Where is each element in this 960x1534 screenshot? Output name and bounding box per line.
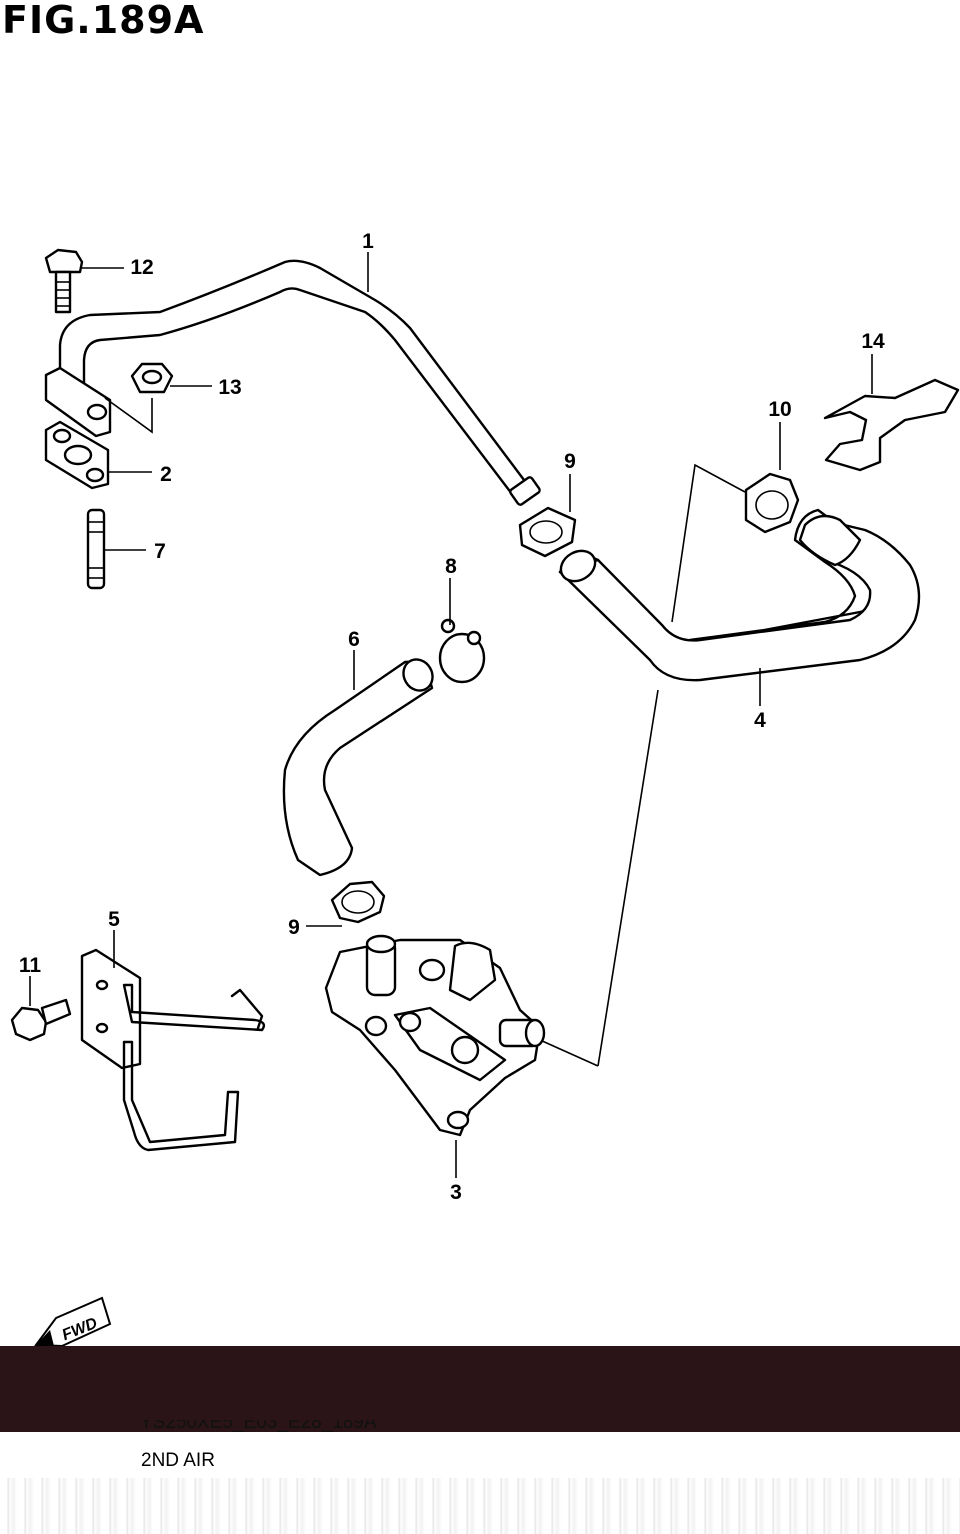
callout-4: 4 [754, 709, 766, 732]
figure-subtitle: 2ND AIR [141, 1450, 215, 1471]
callout-9-upper: 9 [564, 450, 576, 473]
part-9-clamp-upper [518, 506, 577, 558]
callout-2: 2 [160, 463, 172, 486]
callout-12: 12 [130, 256, 153, 279]
figure-title: FIG.189A [2, 0, 205, 42]
callout-5: 5 [108, 908, 120, 931]
part-14-holder [823, 378, 960, 472]
callout-14: 14 [861, 330, 885, 353]
part-12-bolt [44, 248, 84, 314]
part-9-clamp-lower [330, 880, 386, 924]
part-7-stud [86, 508, 106, 590]
scan-noise [0, 1478, 960, 1534]
callout-10: 10 [768, 398, 791, 421]
part-10-clamp [744, 472, 800, 534]
part-6-hose [282, 658, 434, 877]
part-8-cap [438, 618, 486, 684]
part-11-bolt [10, 998, 72, 1042]
callout-3: 3 [450, 1181, 462, 1204]
callout-6: 6 [348, 628, 360, 651]
fwd-arrow-icon: FWD [34, 1296, 112, 1348]
callout-1: 1 [362, 230, 374, 253]
callout-13: 13 [218, 376, 241, 399]
callout-7: 7 [154, 540, 166, 563]
callout-9-lower: 9 [288, 916, 300, 939]
scan-artifact-band [0, 1346, 960, 1432]
part-5-bracket [80, 948, 266, 1152]
part-13-nut [130, 362, 174, 394]
callout-8: 8 [445, 555, 457, 578]
part-1-air-pipe [44, 259, 541, 506]
part-4-hose [558, 508, 921, 682]
callout-11: 11 [19, 954, 42, 977]
part-3-valve [324, 934, 546, 1137]
figure-code: YS250XE5_E03_E28_189A [140, 1420, 377, 1433]
part-2-gasket [44, 420, 110, 490]
